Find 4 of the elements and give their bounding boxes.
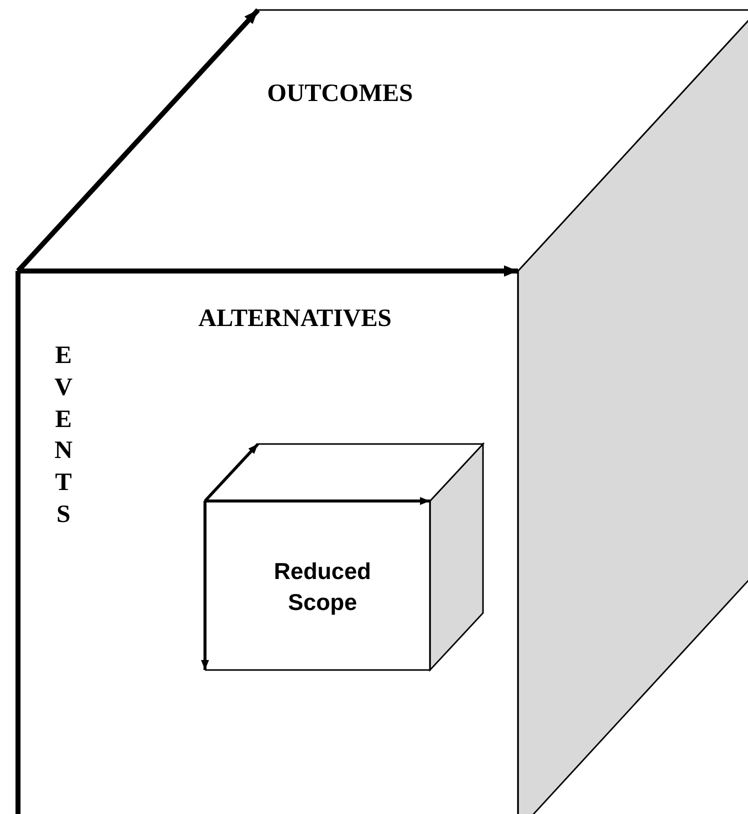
axis-label: OUTCOMES [266,80,414,108]
cube-label: Reduced Scope [272,557,372,618]
axis-label: ALTERNATIVES [197,305,393,333]
axis-label: EVENTS [53,341,74,530]
